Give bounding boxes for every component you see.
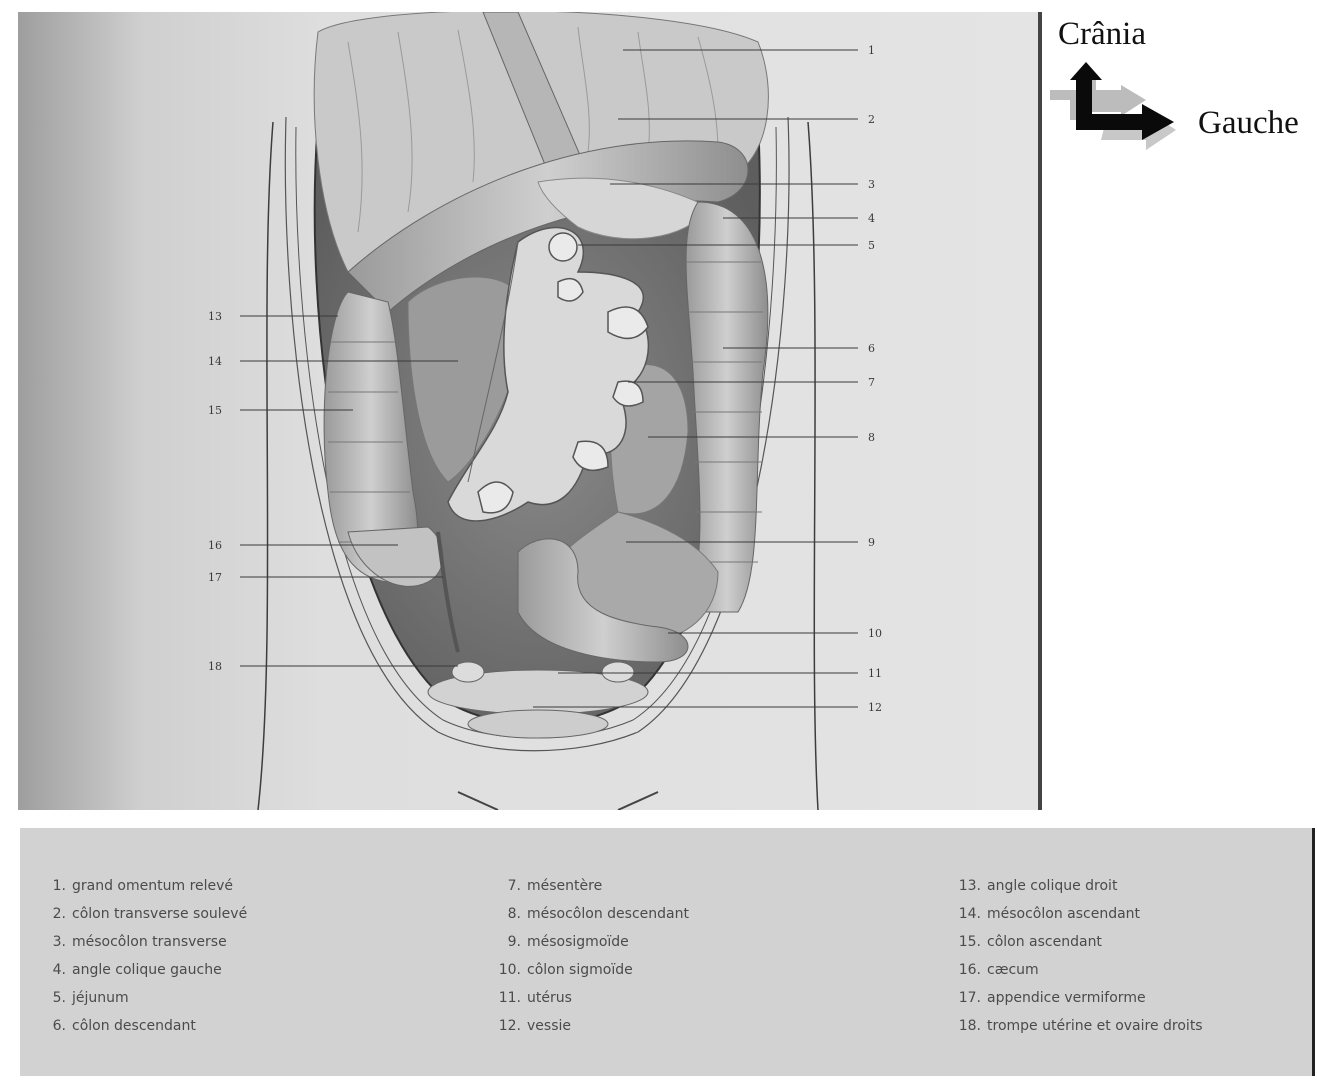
- legend-column-2: 7.mésentère 8.mésocôlon descendant 9.més…: [495, 872, 689, 1040]
- callout-11: 11: [868, 667, 882, 680]
- legend-item: 9.mésosigmoïde: [495, 928, 689, 956]
- legend-item: 12.vessie: [495, 1012, 689, 1040]
- callout-9: 9: [868, 536, 875, 549]
- abdomen-illustration: 1 2 3 4 5 6 7 8 9 10 11 12 13 14 15 16 1…: [18, 12, 1042, 810]
- legend-item: 11.utérus: [495, 984, 689, 1012]
- legend-item: 1.grand omentum relevé: [40, 872, 247, 900]
- legend-item: 6.côlon descendant: [40, 1012, 247, 1040]
- callout-7: 7: [868, 376, 875, 389]
- callout-17: 17: [208, 571, 222, 584]
- legend-item: 7.mésentère: [495, 872, 689, 900]
- callout-14: 14: [208, 355, 222, 368]
- callout-10: 10: [868, 627, 882, 640]
- callout-15: 15: [208, 404, 222, 417]
- callout-1: 1: [868, 44, 875, 57]
- callout-8: 8: [868, 431, 875, 444]
- legend-item: 5.jéjunum: [40, 984, 247, 1012]
- legend-panel: 1.grand omentum relevé 2.côlon transvers…: [20, 828, 1315, 1076]
- legend-item: 2.côlon transverse soulevé: [40, 900, 247, 928]
- legend-item: 13.angle colique droit: [955, 872, 1203, 900]
- legend-column-1: 1.grand omentum relevé 2.côlon transvers…: [40, 872, 247, 1040]
- callout-18: 18: [208, 660, 222, 673]
- callout-6: 6: [868, 342, 875, 355]
- legend-item: 3.mésocôlon transverse: [40, 928, 247, 956]
- callout-3: 3: [868, 178, 875, 191]
- legend-item: 4.angle colique gauche: [40, 956, 247, 984]
- callout-4: 4: [868, 212, 875, 225]
- callout-16: 16: [208, 539, 222, 552]
- legend-item: 10.côlon sigmoïde: [495, 956, 689, 984]
- cranial-label: Crânia: [1058, 16, 1146, 53]
- callout-2: 2: [868, 113, 875, 126]
- callout-12: 12: [868, 701, 882, 714]
- callout-13: 13: [208, 310, 222, 323]
- left-label: Gauche: [1198, 105, 1299, 142]
- legend-item: 17.appendice vermiforme: [955, 984, 1203, 1012]
- orientation-indicator: Crânia Gauche: [1046, 10, 1316, 160]
- legend-item: 15.côlon ascendant: [955, 928, 1203, 956]
- anatomy-plate: 1 2 3 4 5 6 7 8 9 10 11 12 13 14 15 16 1…: [18, 12, 1042, 810]
- callout-5: 5: [868, 239, 875, 252]
- legend-item: 16.cæcum: [955, 956, 1203, 984]
- legend-item: 8.mésocôlon descendant: [495, 900, 689, 928]
- legend-item: 14.mésocôlon ascendant: [955, 900, 1203, 928]
- legend-item: 18.trompe utérine et ovaire droits: [955, 1012, 1203, 1040]
- legend-column-3: 13.angle colique droit 14.mésocôlon asce…: [955, 872, 1203, 1040]
